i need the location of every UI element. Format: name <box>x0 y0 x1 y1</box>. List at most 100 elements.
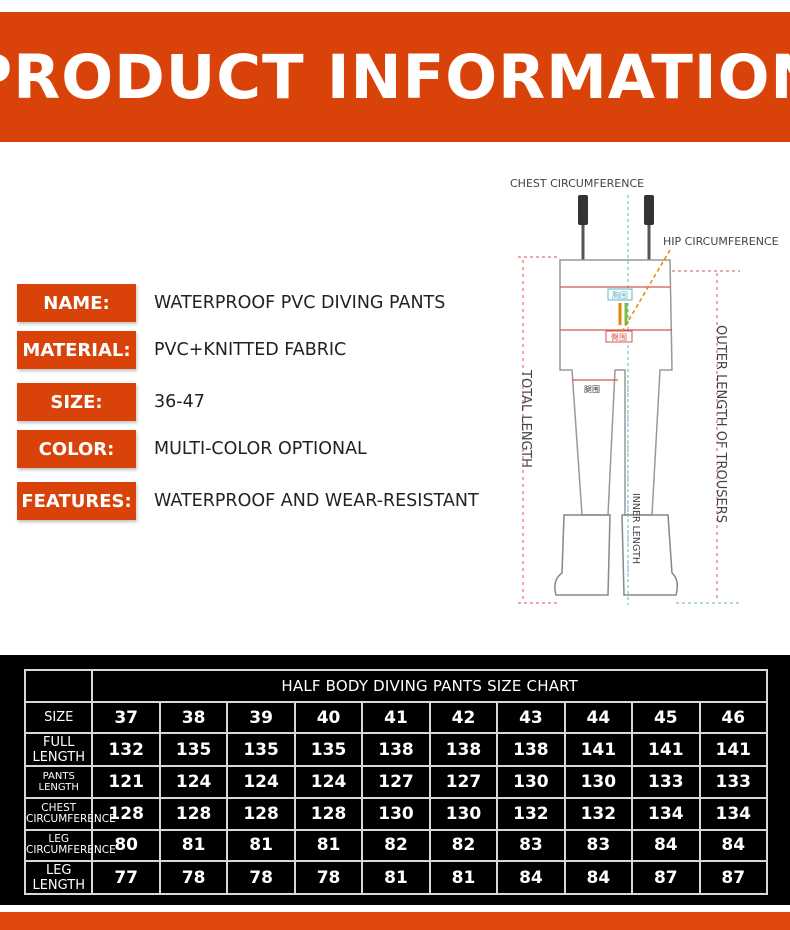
footer-bar <box>0 912 790 930</box>
table-cell: 77 <box>91 860 161 895</box>
table-cell: 132 <box>563 796 634 831</box>
row-header: PANTS LENGTH <box>23 765 94 799</box>
spec-label: FEATURES: <box>17 482 136 520</box>
row-header-line: FULL LENGTH <box>32 734 85 765</box>
table-cell: 80 <box>91 828 161 863</box>
size-chart: HALF BODY DIVING PANTS SIZE CHART SIZE 37… <box>0 655 790 905</box>
hip-circumference-label: HIP CIRCUMFERENCE <box>663 235 779 248</box>
spec-row-size: SIZE: 36-47 <box>17 383 205 421</box>
table-cell: 141 <box>563 732 634 768</box>
page-title: PRODUCT INFORMATION <box>0 41 790 113</box>
table-cell: 84 <box>496 860 566 895</box>
table-cell: 132 <box>496 796 566 831</box>
row-header: FULL LENGTH <box>23 732 94 768</box>
spec-value: PVC+KNITTED FABRIC <box>154 340 347 360</box>
table-cell: 130 <box>563 765 634 799</box>
spec-row-material: MATERIAL: PVC+KNITTED FABRIC <box>17 331 346 369</box>
table-cell: 87 <box>631 860 701 895</box>
table-cell: 135 <box>226 732 296 768</box>
spec-value: MULTI-COLOR OPTIONAL <box>154 439 367 459</box>
table-cell: 82 <box>361 828 431 863</box>
table-cell: 128 <box>226 796 296 831</box>
inner-length-label: INNER LENGTH <box>630 493 641 565</box>
table-cell: 132 <box>91 732 161 768</box>
table-cell: 81 <box>226 828 296 863</box>
spec-value: 36-47 <box>154 392 205 412</box>
table-cell: 124 <box>293 765 364 799</box>
table-cell: 133 <box>698 765 769 799</box>
table-cell: 138 <box>361 732 431 768</box>
table-cell: 130 <box>496 765 566 799</box>
row-header: SIZE <box>23 700 94 735</box>
row-header-line: CHEST <box>41 801 77 814</box>
spec-label: MATERIAL: <box>17 331 136 369</box>
size-chart-title: HALF BODY DIVING PANTS SIZE CHART <box>91 669 768 703</box>
table-cell: 83 <box>496 828 566 863</box>
header-banner: PRODUCT INFORMATION <box>0 12 790 142</box>
table-cell: 83 <box>563 828 634 863</box>
table-cell: 84 <box>698 828 769 863</box>
table-cell: 37 <box>91 700 161 735</box>
spec-value: WATERPROOF AND WEAR-RESISTANT <box>154 491 479 511</box>
table-cell: 135 <box>293 732 364 768</box>
spec-row-color: COLOR: MULTI-COLOR OPTIONAL <box>17 430 367 468</box>
tag-hip: 臀围 <box>611 333 627 342</box>
wader-illustration: 胸围 臀围 腿围 <box>518 195 740 605</box>
row-header: LEG LENGTH <box>23 860 94 895</box>
size-chart-title-row: HALF BODY DIVING PANTS SIZE CHART <box>23 669 768 703</box>
size-chart-table: HALF BODY DIVING PANTS SIZE CHART SIZE 37… <box>23 669 769 895</box>
tag-chest: 胸围 <box>612 290 628 300</box>
row-header-line: PANTS LENGTH <box>38 770 79 793</box>
table-cell: 46 <box>698 700 769 735</box>
table-cell: 121 <box>91 765 161 799</box>
table-cell: 84 <box>631 828 701 863</box>
wader-diagram: 胸围 臀围 腿围 CHEST CIRCUMFERENCE HIP CIRCUMF… <box>500 165 790 615</box>
table-corner-cell <box>23 669 94 703</box>
table-cell: 82 <box>428 828 499 863</box>
table-cell: 42 <box>428 700 499 735</box>
table-cell: 124 <box>158 765 229 799</box>
row-header-line: SIZE <box>44 710 74 726</box>
table-cell: 134 <box>631 796 701 831</box>
table-cell: 44 <box>563 700 634 735</box>
table-cell: 87 <box>698 860 769 895</box>
spec-label: SIZE: <box>17 383 136 421</box>
table-cell: 124 <box>226 765 296 799</box>
row-header-line: CIRCUMFERENCE <box>26 812 116 825</box>
row-header-line: LEG LENGTH <box>32 862 85 893</box>
spec-row-name: NAME: WATERPROOF PVC DIVING PANTS <box>17 284 445 322</box>
table-cell: 138 <box>428 732 499 768</box>
spec-label: COLOR: <box>17 430 136 468</box>
table-cell: 78 <box>158 860 229 895</box>
table-cell: 138 <box>496 732 566 768</box>
table-cell: 135 <box>158 732 229 768</box>
table-cell: 141 <box>631 732 701 768</box>
table-cell: 39 <box>226 700 296 735</box>
row-header-line: LEG <box>48 833 70 846</box>
table-cell: 45 <box>631 700 701 735</box>
total-length-label: TOTAL LENGTH <box>518 370 533 468</box>
table-cell: 127 <box>361 765 431 799</box>
table-cell: 130 <box>428 796 499 831</box>
table-cell: 81 <box>293 828 364 863</box>
table-cell: 78 <box>226 860 296 895</box>
table-cell: 40 <box>293 700 364 735</box>
table-cell: 81 <box>428 860 499 895</box>
table-cell: 38 <box>158 700 229 735</box>
table-cell: 41 <box>361 700 431 735</box>
table-cell: 141 <box>698 732 769 768</box>
table-cell: 130 <box>361 796 431 831</box>
table-cell: 128 <box>91 796 161 831</box>
table-cell: 43 <box>496 700 566 735</box>
spec-value: WATERPROOF PVC DIVING PANTS <box>154 293 446 313</box>
table-cell: 127 <box>428 765 499 799</box>
spec-row-features: FEATURES: WATERPROOF AND WEAR-RESISTANT <box>17 482 479 520</box>
chest-circumference-label: CHEST CIRCUMFERENCE <box>510 177 645 190</box>
outer-length-label: OUTER LENGTH OF TROUSERS <box>713 325 728 524</box>
